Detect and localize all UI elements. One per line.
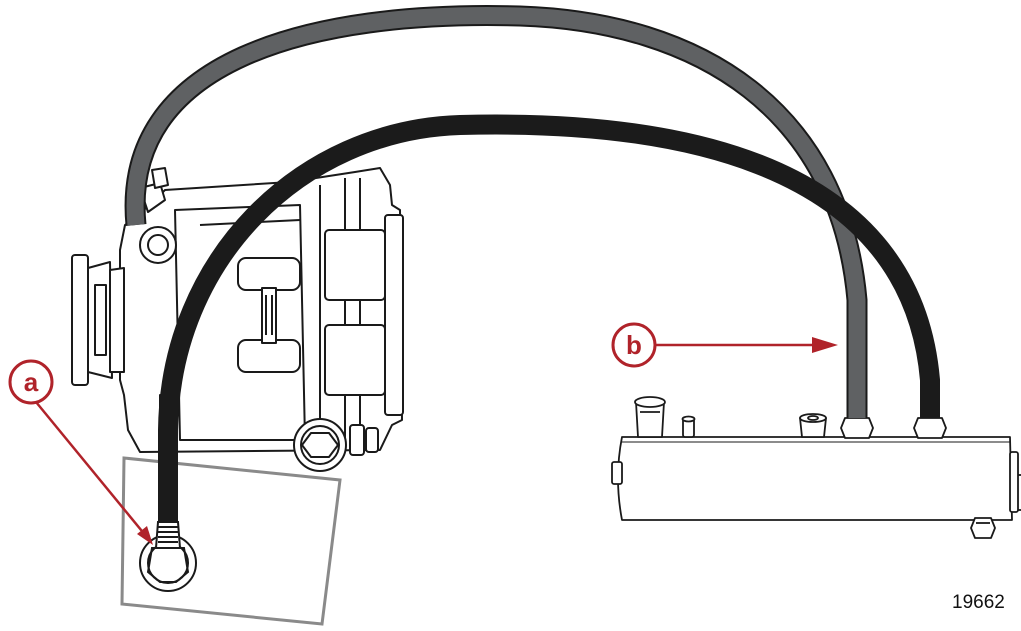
callout-b: b bbox=[611, 322, 838, 368]
callout-a-arrowhead bbox=[137, 526, 153, 545]
callout-a-circle bbox=[8, 359, 54, 405]
callout-a: a bbox=[8, 359, 153, 545]
callout-a-label: a bbox=[24, 367, 39, 397]
detail-inset-frame bbox=[120, 456, 342, 626]
callout-b-label: b bbox=[626, 330, 642, 360]
detail-inset bbox=[120, 456, 342, 626]
grey-hose bbox=[126, 7, 866, 418]
callout-b-arrowhead bbox=[812, 337, 838, 353]
black-hose bbox=[158, 114, 940, 522]
figure-number: 19662 bbox=[952, 592, 1005, 613]
callout-a-leader bbox=[35, 401, 147, 537]
cooler-manifold bbox=[611, 396, 1021, 539]
pump-assembly bbox=[71, 167, 404, 472]
hose-fitting bbox=[139, 521, 197, 592]
callout-b-circle bbox=[611, 322, 657, 368]
